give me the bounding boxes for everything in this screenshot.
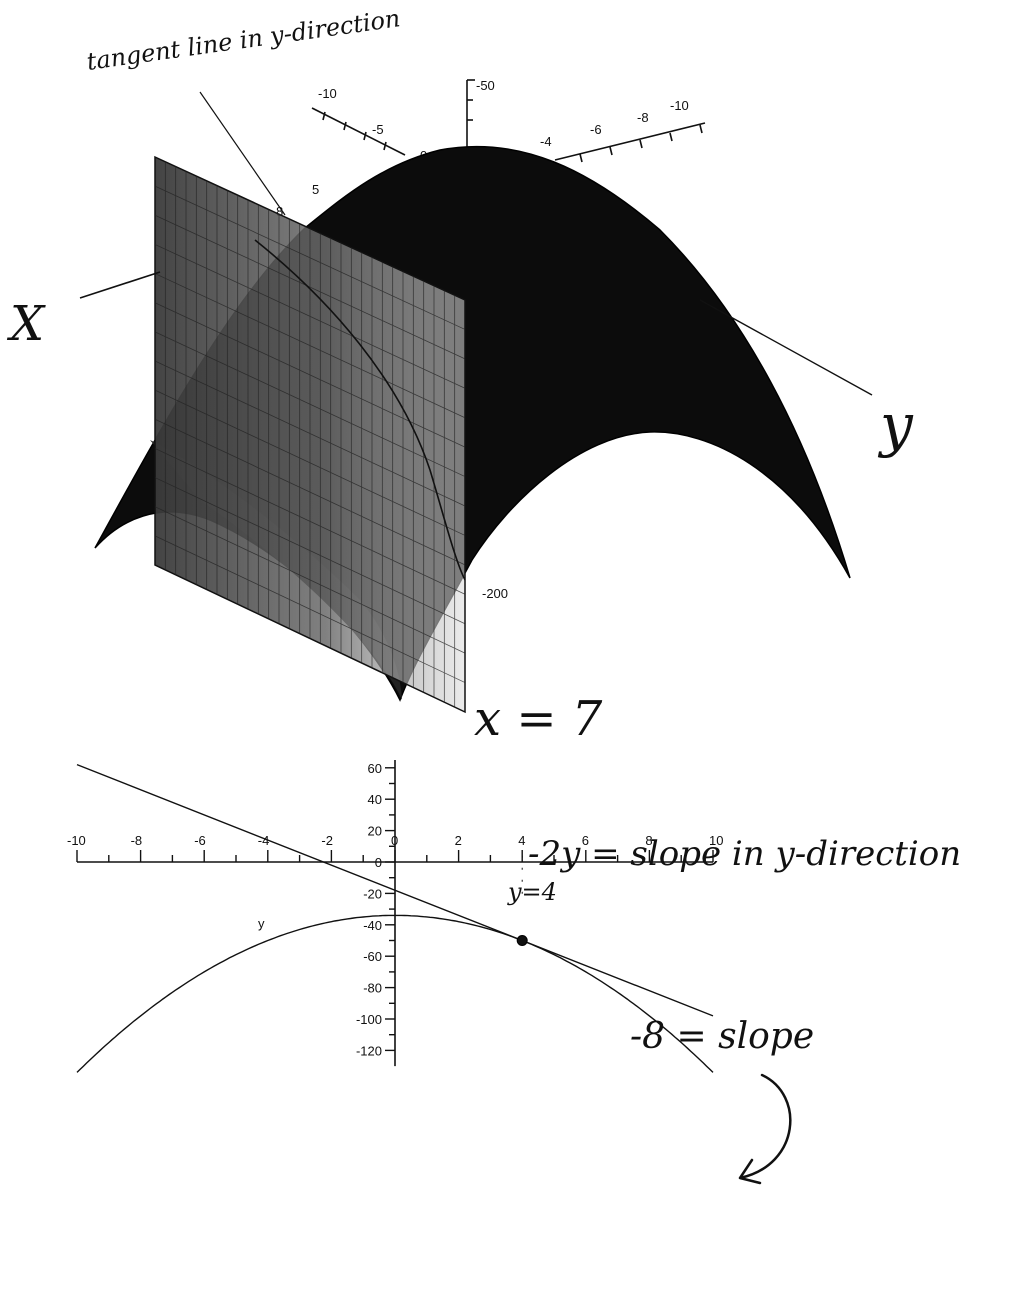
- tick-label-3d-x-8: 8: [276, 204, 283, 219]
- slice-y-tick-label: -100: [356, 1012, 382, 1027]
- slice-y-tick-label: -80: [363, 981, 382, 996]
- slice-y-tick-label: 40: [368, 792, 382, 807]
- tick-label-3d-x-neg5: -5: [372, 122, 384, 137]
- plane-grid-hline: [154, 214, 466, 360]
- slice-x-tick-label: 6: [582, 833, 589, 848]
- slope-formula-annotation: -2y = slope in y-direction: [528, 834, 961, 874]
- slice-y-tick-label: 0: [375, 855, 382, 870]
- plane-grid-hline: [154, 302, 466, 448]
- slice-x-tick-label: -2: [321, 833, 333, 848]
- x-axis-pointer: [79, 271, 161, 299]
- tick-label-3d-y-neg6: -6: [590, 122, 602, 137]
- slice-y-tick-label: -20: [363, 886, 382, 901]
- tangent-pointer: [199, 91, 286, 216]
- slice-parabola: [76, 914, 714, 1073]
- slice-y-tick-label: -40: [363, 918, 382, 933]
- slice-series: [76, 764, 714, 1073]
- slice-x-tick-label: 0: [391, 833, 398, 848]
- tick-label-3d-y-neg8: -8: [637, 110, 649, 125]
- slice-y-tick-label: 20: [368, 824, 382, 839]
- tangent-point: [516, 935, 528, 946]
- plane-grid-hline: [154, 535, 466, 683]
- plane-x7: [154, 155, 466, 714]
- tick-label-3d-x-neg10: -10: [318, 86, 337, 101]
- slice-x-tick-label: 4: [518, 833, 525, 848]
- plane-grid-hline: [154, 418, 466, 566]
- y-axis-3d: [554, 122, 706, 163]
- slice-y-tick-label: 60: [368, 761, 382, 776]
- tick-label-3d-y-neg4: -4: [540, 134, 552, 149]
- y-axis-pointer: [699, 299, 873, 396]
- tangent-annotation: tangent line in y-direction: [85, 4, 402, 76]
- plane-grid-hline: [154, 244, 466, 389]
- plane-grid-hline: [154, 273, 466, 419]
- plane-grid-hline: [154, 506, 466, 654]
- slice-x-tick-label: -4: [258, 833, 270, 848]
- tick-label-3d-z-neg200: -200: [482, 586, 508, 601]
- plane-grid-hline: [154, 331, 466, 477]
- slice-x-tick-label: -6: [194, 833, 206, 848]
- tick-label-3d-x-5: 5: [312, 182, 319, 197]
- tick-label-3d-z-neg50: -50: [476, 78, 495, 93]
- slice-tangent-line: [76, 764, 714, 1017]
- curved-arrow: [738, 1073, 792, 1185]
- y-axis-label: y: [877, 391, 914, 459]
- slice-x-tick-label: 10: [709, 833, 723, 848]
- slice-y-tick-label: -60: [363, 949, 382, 964]
- y-value-annotation: y=4: [507, 878, 557, 906]
- slice-x-tick-label: -10: [67, 833, 86, 848]
- plane-grid-hline: [154, 477, 466, 625]
- slice-axis-letter: y: [258, 916, 265, 931]
- z-axis-3d: [466, 79, 475, 150]
- plane-grid-hline: [154, 185, 466, 330]
- slope-value-annotation: -8 = slope: [630, 1016, 814, 1057]
- x-axis-label: X: [6, 296, 46, 352]
- plane-grid-hline: [154, 448, 466, 595]
- tick-label-3d-y-neg10: -10: [670, 98, 689, 113]
- surface-figure: -10 -5 0 5 8 -4 -6 -8 -10 -50 -200: [6, 4, 914, 747]
- x-axis-3d: [311, 107, 406, 156]
- intersection-curve: [254, 239, 466, 581]
- slice-x-tick-label: 2: [455, 833, 462, 848]
- slice-y-tick-label: -120: [356, 1043, 382, 1058]
- tick-labels-3d: -10 -5 0 5 8 -4 -6 -8 -10 -50 -200: [276, 78, 689, 601]
- slice-x-tick-label: 8: [645, 833, 652, 848]
- plane-label: x = 7: [474, 691, 603, 747]
- plane-grid-hline: [154, 389, 466, 536]
- plane-grid-hline: [154, 360, 466, 507]
- slice-axes: [77, 759, 713, 1067]
- slice-x-tick-label: -8: [131, 833, 143, 848]
